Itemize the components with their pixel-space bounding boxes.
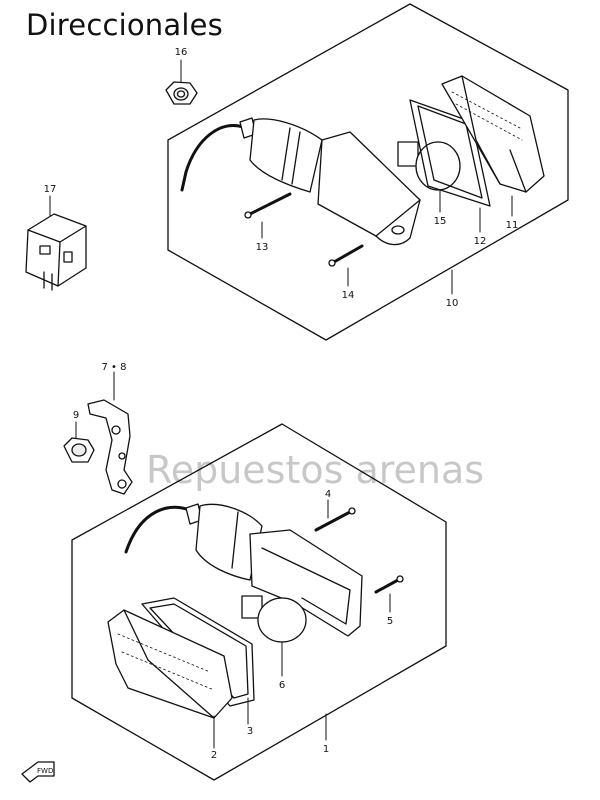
callout-1: 1 [323, 744, 329, 755]
lens-2 [107, 609, 233, 719]
bulb-15 [397, 141, 461, 191]
callout-7-8: 7 • 8 [102, 362, 127, 373]
callout-15: 15 [434, 216, 447, 227]
callout-4: 4 [325, 489, 331, 500]
nut-16 [165, 81, 198, 105]
callout-9: 9 [73, 410, 79, 421]
screw-13 [244, 192, 292, 219]
callout-5: 5 [387, 616, 393, 627]
callout-16: 16 [175, 47, 188, 58]
assembly-outline-bottom [71, 423, 447, 781]
callout-10: 10 [446, 298, 459, 309]
callout-3: 3 [247, 726, 253, 737]
callout-6: 6 [279, 680, 285, 691]
forward-arrow-icon: FWD [21, 761, 55, 783]
callout-2: 2 [211, 750, 217, 761]
bracket-7-8 [87, 399, 133, 495]
callout-12: 12 [474, 236, 487, 247]
turn-signal-housing-top [180, 117, 421, 246]
lens-11 [441, 75, 545, 193]
callout-11: 11 [506, 220, 519, 231]
screw-5 [374, 575, 404, 594]
page-title: Direccionales [26, 8, 223, 42]
callout-17: 17 [44, 184, 57, 195]
screw-14 [328, 244, 364, 267]
turn-signal-housing-bottom [124, 503, 363, 637]
svg-text:FWD: FWD [37, 767, 53, 775]
relay-17 [25, 213, 87, 291]
screw-4 [314, 507, 356, 532]
gasket-12 [409, 99, 491, 207]
callout-14: 14 [342, 290, 355, 301]
callout-13: 13 [256, 242, 269, 253]
assembly-outline-top [167, 3, 569, 341]
bulb-6 [241, 595, 307, 643]
watermark: Repuestos arenas [146, 448, 485, 492]
nut-9 [63, 437, 95, 463]
